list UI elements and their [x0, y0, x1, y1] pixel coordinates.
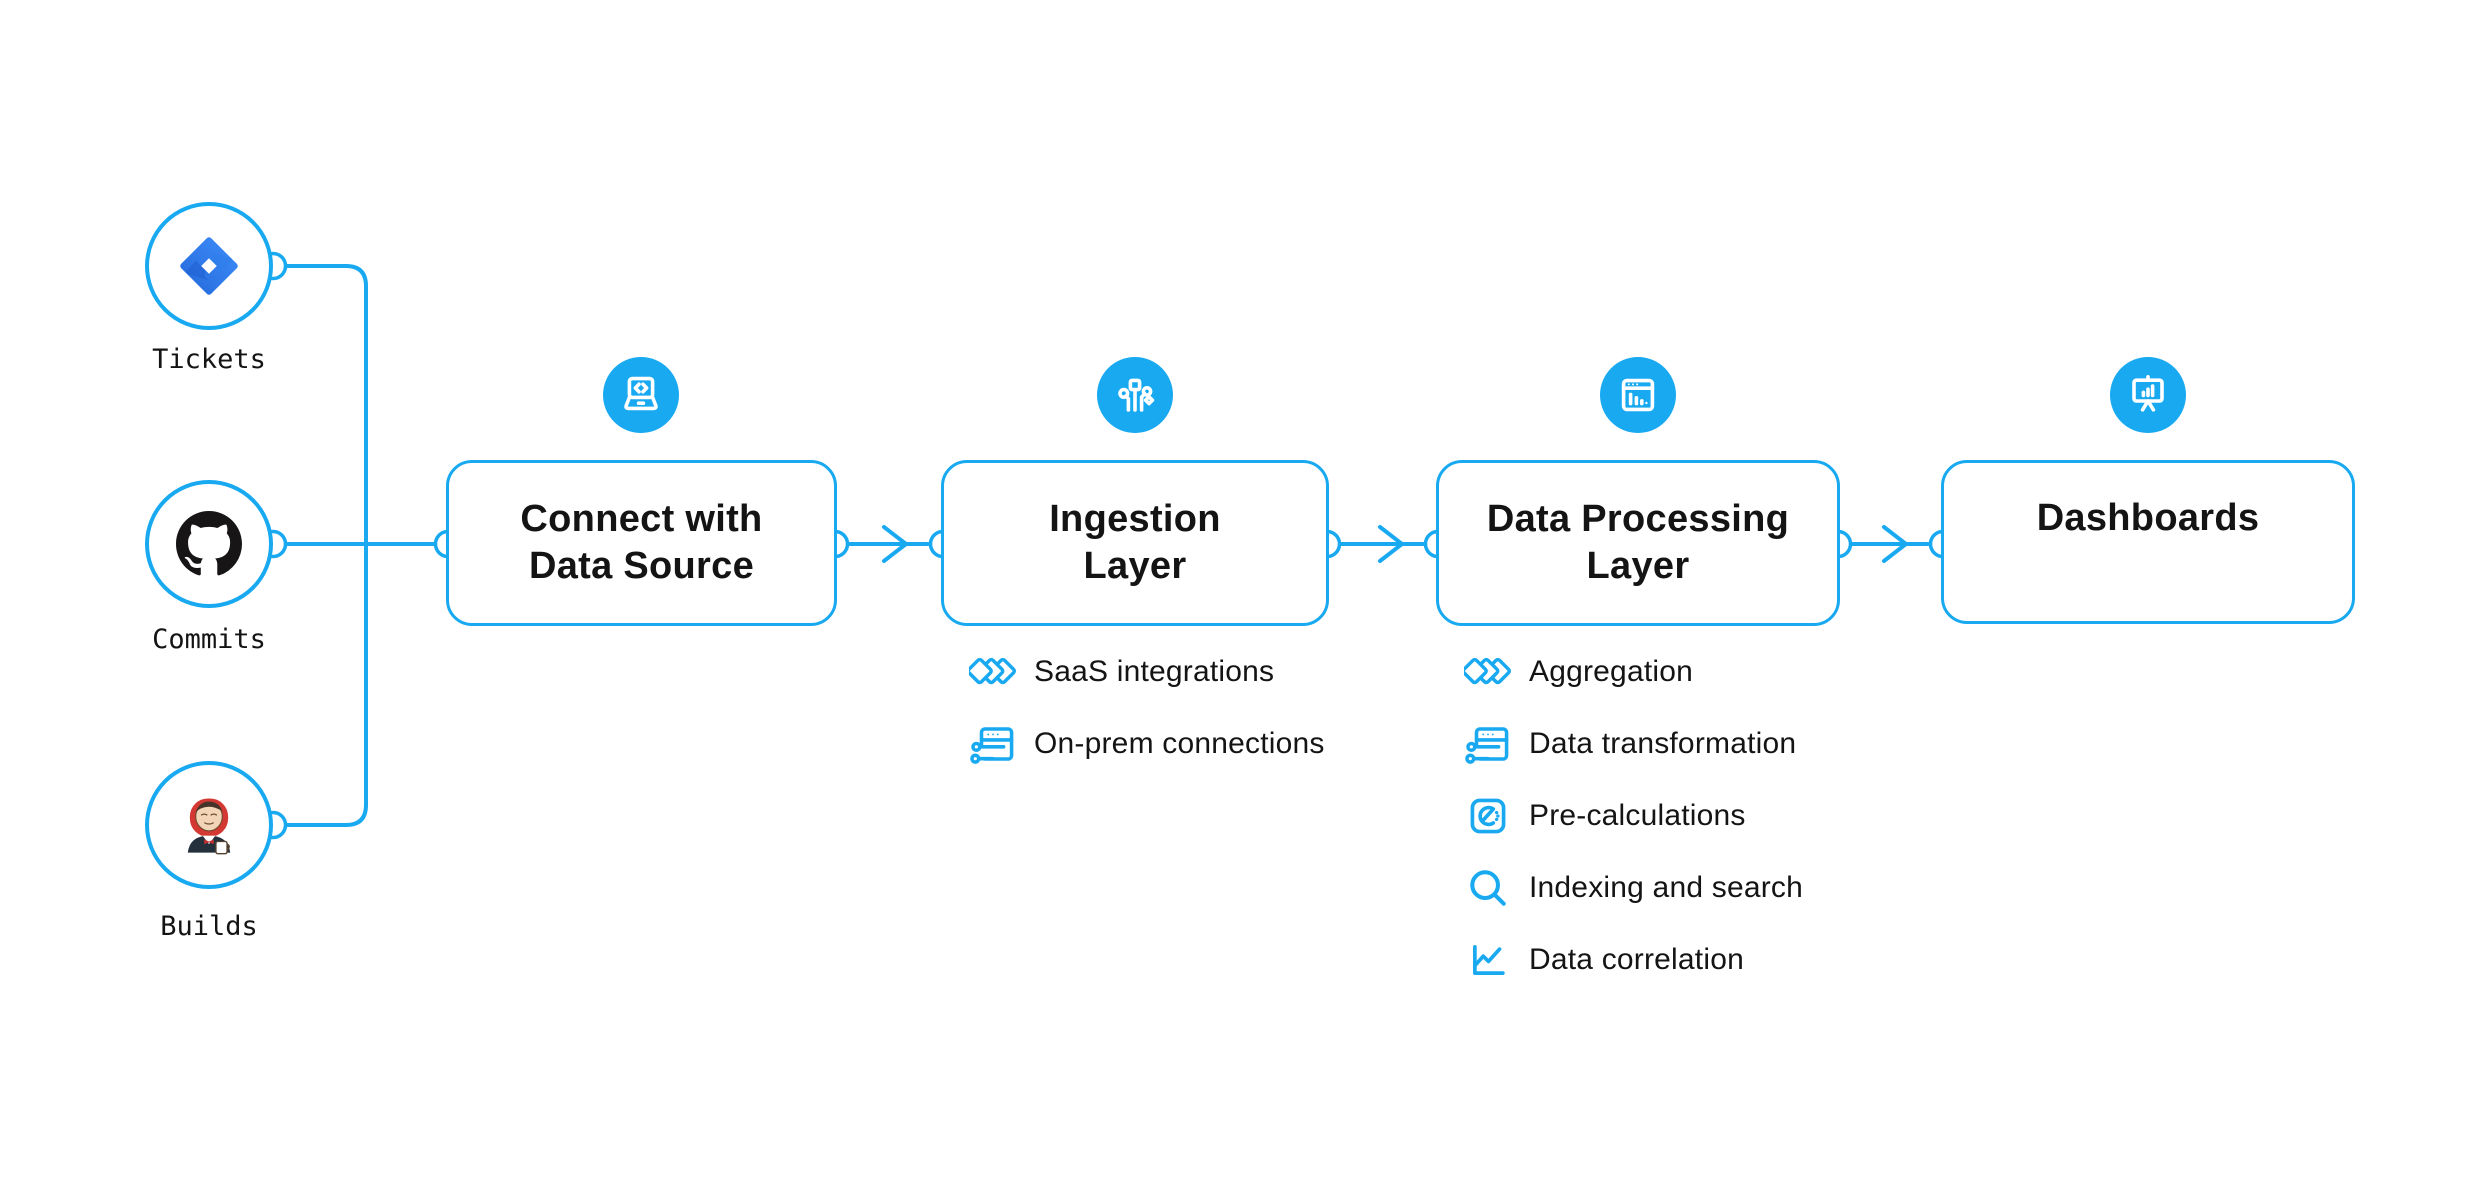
- laptop-code-icon: [624, 376, 658, 411]
- source-trunk-path: [284, 264, 446, 827]
- stage-title-line: Data Processing: [1486, 498, 1790, 540]
- feature-label: Data transformation: [1529, 727, 1797, 760]
- stacked-diamonds-icon: [1464, 654, 1512, 690]
- stage-title-line: Ingestion: [1049, 498, 1221, 540]
- circuit-branches-icon: [1118, 378, 1155, 412]
- stage-title-line: Layer: [1083, 545, 1187, 587]
- feature-label: Aggregation: [1529, 655, 1693, 688]
- list-item: Aggregation: [1464, 636, 1803, 708]
- list-item: Indexing and search: [1464, 852, 1803, 924]
- presentation-chart-icon: [2132, 375, 2164, 412]
- window-bar-chart-icon: [1621, 378, 1655, 412]
- gauge-icon: [1464, 794, 1512, 838]
- feature-label: Indexing and search: [1529, 871, 1803, 904]
- list-item: On-prem connections: [969, 708, 1325, 780]
- window-sliders-icon: [969, 721, 1017, 767]
- source-node-builds: [145, 761, 273, 889]
- stage-box-dashboards: Dashboards: [1941, 460, 2355, 624]
- list-item: Pre-calculations: [1464, 780, 1803, 852]
- source-label-builds: Builds: [160, 911, 258, 942]
- stage-title-line: Dashboards: [2036, 497, 2260, 539]
- source-node-commits: [145, 480, 273, 608]
- source-label-commits: Commits: [152, 624, 266, 655]
- stacked-diamonds-icon: [969, 654, 1017, 690]
- stage-title: Connect with Data Source: [520, 496, 762, 590]
- stage-icon-data-processing: [1600, 357, 1676, 433]
- stage-title-line: Connect with: [520, 498, 763, 540]
- stage-title: Data Processing Layer: [1487, 496, 1789, 590]
- list-item: SaaS integrations: [969, 636, 1325, 708]
- feature-label: SaaS integrations: [1034, 655, 1275, 688]
- line-chart-icon: [1464, 939, 1512, 981]
- search-icon: [1464, 865, 1512, 911]
- github-icon: [176, 511, 242, 576]
- stage-box-data-processing-layer: Data Processing Layer: [1436, 460, 1840, 626]
- stage-box-connect-with-data-source: Connect with Data Source: [446, 460, 837, 626]
- flow-arrows: [846, 525, 1930, 563]
- feature-label: On-prem connections: [1034, 727, 1325, 760]
- stage-title: Dashboards: [2037, 495, 2260, 589]
- stage-box-ingestion-layer: Ingestion Layer: [941, 460, 1329, 626]
- stage-icon-dashboards: [2110, 357, 2186, 433]
- list-item: Data correlation: [1464, 924, 1803, 996]
- jira-icon: [180, 237, 238, 295]
- stage-title: Ingestion Layer: [1049, 496, 1221, 590]
- feature-label: Pre-calculations: [1529, 799, 1746, 832]
- list-item: Data transformation: [1464, 708, 1803, 780]
- stage-icon-ingestion: [1097, 357, 1173, 433]
- data-processing-feature-list: Aggregation Data transformation: [1464, 636, 1803, 996]
- feature-label: Data correlation: [1529, 943, 1744, 976]
- stage-title-line: Data Source: [528, 545, 755, 587]
- ingestion-feature-list: SaaS integrations On-prem connections: [969, 636, 1325, 780]
- jenkins-icon: [187, 798, 231, 855]
- stage-title-line: Layer: [1586, 545, 1690, 587]
- source-node-tickets: [145, 202, 273, 330]
- window-sliders-icon: [1464, 721, 1512, 767]
- stage-icon-connect: [603, 357, 679, 433]
- source-label-tickets: Tickets: [152, 344, 266, 375]
